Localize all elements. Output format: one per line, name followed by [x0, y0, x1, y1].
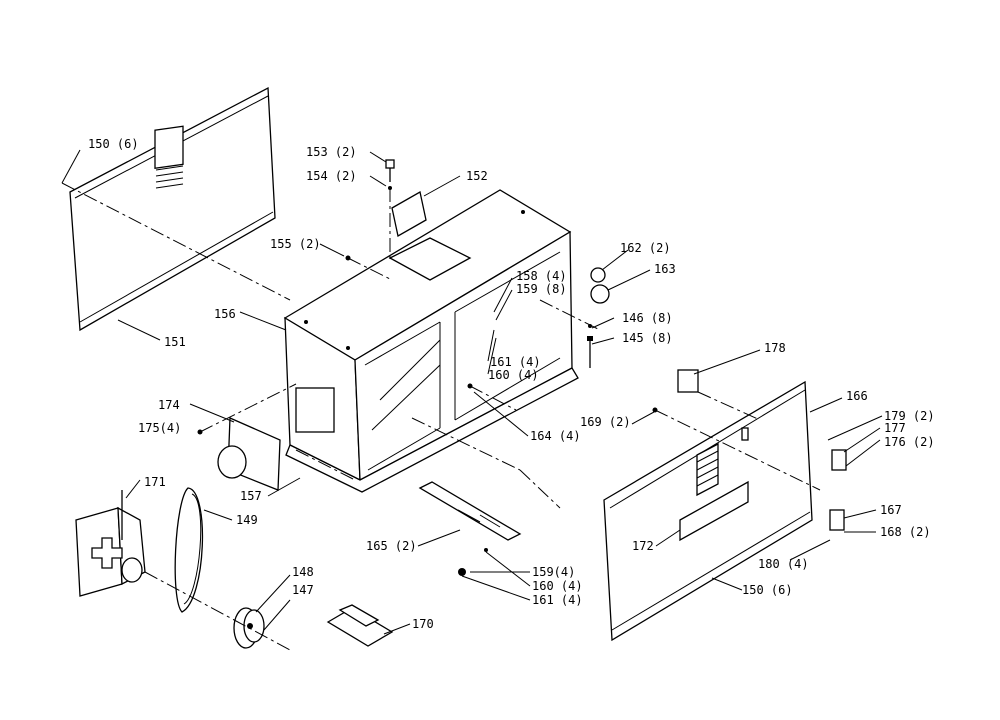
label-159-bottom: 159(4)	[532, 565, 575, 579]
pulley-148	[233, 607, 265, 649]
assembly-centerlines	[61, 182, 821, 651]
label-176: 176 (2)	[884, 435, 935, 449]
belt-149	[174, 487, 204, 613]
label-163: 163	[654, 262, 676, 276]
top-bracket	[345, 159, 427, 261]
label-168: 168 (2)	[880, 525, 931, 539]
leader-lines	[61, 149, 883, 635]
label-149: 149	[236, 513, 258, 527]
label-145: 145 (8)	[622, 331, 673, 345]
label-150-bottom: 150 (6)	[742, 583, 793, 597]
bracket-165	[418, 383, 658, 576]
label-146: 146 (8)	[622, 311, 673, 325]
label-171: 171	[144, 475, 166, 489]
label-167: 167	[880, 503, 902, 517]
label-174: 174	[158, 398, 180, 412]
label-161-top: 161 (4)	[490, 355, 541, 369]
label-172: 172	[632, 539, 654, 553]
label-154: 154 (2)	[306, 169, 357, 183]
label-151: 151	[164, 335, 186, 349]
label-159-top: 159 (8)	[516, 282, 567, 296]
label-165: 165 (2)	[366, 539, 417, 553]
label-153: 153 (2)	[306, 145, 357, 159]
label-152: 152	[466, 169, 488, 183]
label-160-bottom: 160 (4)	[532, 579, 583, 593]
cabinet-body	[283, 189, 579, 493]
handle-170	[326, 604, 394, 647]
label-147: 147	[292, 583, 314, 597]
label-148: 148	[292, 565, 314, 579]
duct-174	[197, 417, 281, 491]
label-160-top: 160 (4)	[488, 368, 539, 382]
label-178: 178	[764, 341, 786, 355]
label-150-top: 150 (6)	[88, 137, 139, 151]
right-side-panel	[603, 380, 813, 642]
label-155: 155 (2)	[270, 237, 321, 251]
label-157: 157	[240, 489, 262, 503]
motor-171	[75, 490, 146, 597]
part-labels: 150 (6) 151 153 (2) 154 (2) 152 155 (2) …	[88, 137, 935, 631]
left-side-panel	[69, 86, 276, 332]
label-170: 170	[412, 617, 434, 631]
label-158: 158 (4)	[516, 269, 567, 283]
label-166: 166	[846, 389, 868, 403]
label-179: 179 (2)	[884, 409, 935, 423]
label-161-bottom: 161 (4)	[532, 593, 583, 607]
label-164: 164 (4)	[530, 429, 581, 443]
right-hardware	[587, 267, 847, 531]
label-180: 180 (4)	[758, 557, 809, 571]
label-177: 177	[884, 421, 906, 435]
label-162: 162 (2)	[620, 241, 671, 255]
label-169: 169 (2)	[580, 415, 631, 429]
label-175: 175(4)	[138, 421, 181, 435]
label-156: 156	[214, 307, 236, 321]
